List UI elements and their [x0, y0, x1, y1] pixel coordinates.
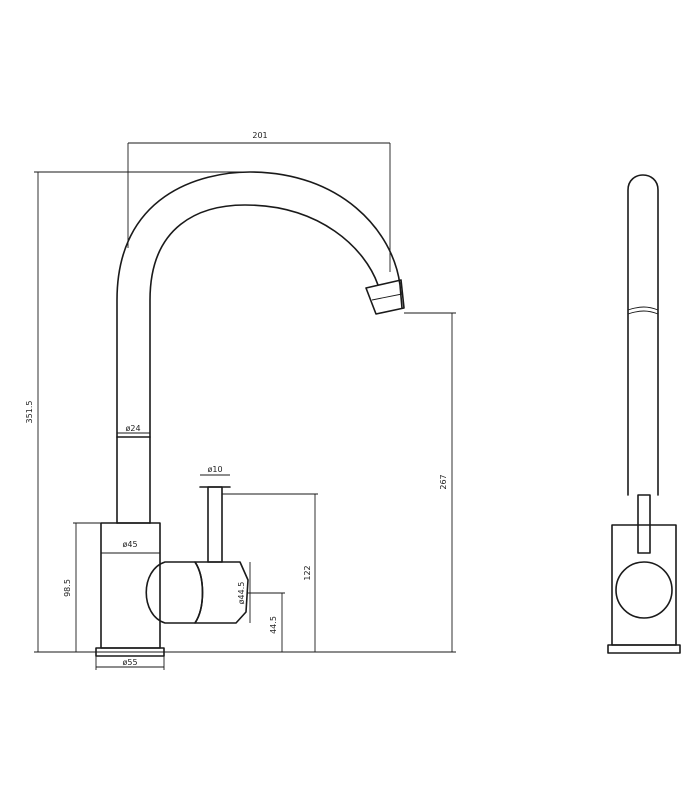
side-aerator-band — [627, 306, 659, 315]
side-base — [607, 644, 681, 654]
spout-aerator — [365, 279, 405, 315]
dim-handle-center-height: 44.5 — [269, 616, 278, 634]
dim-handle-diameter: ø44.5 — [237, 582, 246, 605]
spout-inner-edge — [149, 204, 379, 524]
dimension-lines: 201 351.5 267 122 44.5 98.5 ø24 ø10 ø45 — [25, 131, 456, 670]
side-view — [607, 174, 681, 654]
spout-outer-edge — [116, 171, 403, 524]
dim-lever-height: 122 — [303, 565, 312, 580]
side-handle-circle — [615, 561, 673, 619]
side-body — [611, 524, 677, 646]
side-spout-tube — [627, 174, 659, 496]
dim-base-diameter: ø55 — [122, 658, 137, 667]
dim-spout-reach: 201 — [252, 131, 267, 140]
dim-body-height: 98.5 — [63, 579, 72, 597]
handle-cap — [194, 561, 249, 624]
lever-rod — [207, 486, 223, 563]
aerator-line — [371, 293, 403, 301]
dim-body-width: ø45 — [122, 540, 137, 549]
dim-spout-height: 267 — [439, 474, 448, 489]
dim-overall-height: 351.5 — [25, 401, 34, 424]
side-lever — [637, 494, 651, 554]
dim-lever-diameter: ø10 — [207, 465, 222, 474]
handle-knob — [145, 561, 204, 624]
front-view — [34, 171, 456, 657]
dim-spout-diameter: ø24 — [125, 424, 140, 433]
